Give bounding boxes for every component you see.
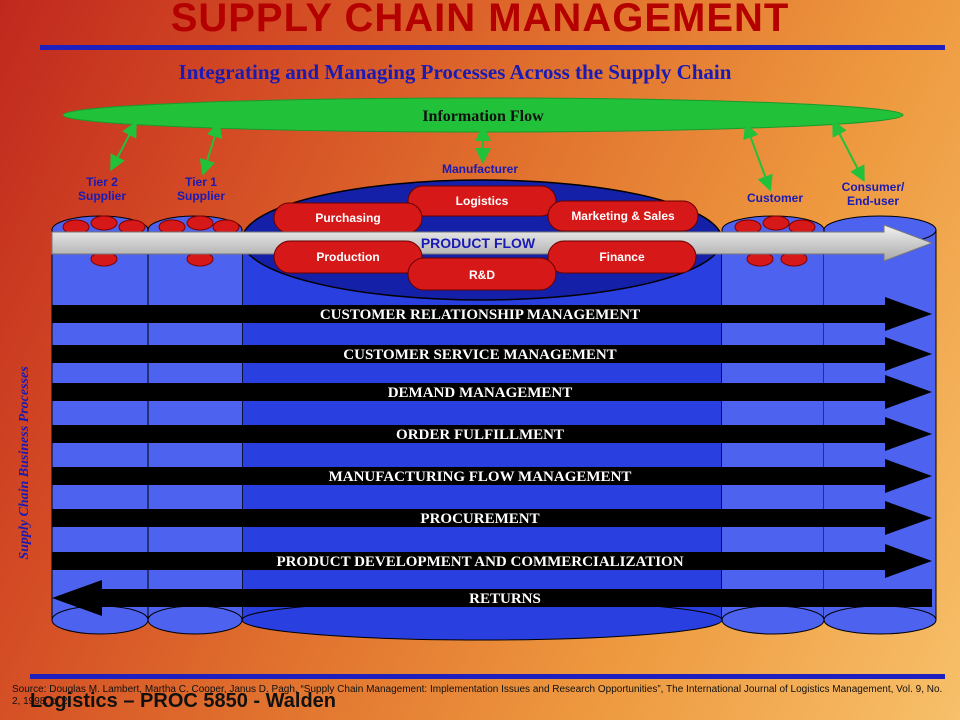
function-marketing-sales: Marketing & Sales: [547, 200, 699, 232]
info-link-tier2: [110, 120, 137, 172]
source-citation: Source: Douglas M. Lambert, Martha C. Co…: [12, 684, 943, 707]
bottom-rule: [30, 674, 945, 679]
process-arrow-order: ORDER FULFILLMENT: [52, 417, 932, 451]
process-label-manufacturing: MANUFACTURING FLOW MANAGEMENT: [329, 469, 632, 485]
process-label-csm: CUSTOMER SERVICE MANAGEMENT: [343, 347, 616, 363]
function-rd-label: R&D: [469, 268, 495, 282]
product-flow-arrow: PRODUCT FLOW: [51, 224, 934, 262]
main-title: SUPPLY CHAIN MANAGEMENT: [170, 0, 790, 40]
information-flow-label: Information Flow: [422, 108, 544, 125]
function-production-label: Production: [316, 250, 379, 264]
function-purchasing-label: Purchasing: [315, 211, 380, 225]
process-label-demand: DEMAND MANAGEMENT: [388, 385, 573, 401]
process-arrow-demand: DEMAND MANAGEMENT: [52, 375, 932, 409]
function-logistics: Logistics: [407, 185, 557, 217]
info-link-tier1: [199, 121, 223, 176]
process-arrow-procurement: PROCUREMENT: [52, 501, 932, 535]
subtitle: Integrating and Managing Processes Acros…: [178, 60, 732, 84]
returns-arrow: RETURNS: [52, 580, 932, 616]
function-rd: R&D: [407, 257, 557, 291]
title-rule: [40, 45, 945, 50]
returns-label: RETURNS: [469, 591, 541, 607]
function-finance-label: Finance: [599, 250, 645, 264]
function-production: Production: [273, 240, 423, 274]
label-tier1: Tier 1 Supplier: [176, 175, 225, 203]
label-tier2: Tier 2 Supplier: [77, 175, 126, 203]
label-manufacturer: Manufacturer: [441, 162, 518, 176]
process-label-product-development: PRODUCT DEVELOPMENT AND COMMERCIALIZATIO…: [276, 554, 683, 570]
process-arrow-csm: CUSTOMER SERVICE MANAGEMENT: [52, 337, 932, 371]
info-link-customer: [743, 122, 773, 192]
product-flow-label: PRODUCT FLOW: [421, 235, 536, 251]
label-customer: Customer: [746, 191, 803, 205]
function-logistics-label: Logistics: [456, 194, 509, 208]
process-arrow-crm: CUSTOMER RELATIONSHIP MANAGEMENT: [52, 297, 932, 331]
process-label-crm: CUSTOMER RELATIONSHIP MANAGEMENT: [320, 307, 640, 323]
function-marketing-label: Marketing & Sales: [571, 209, 675, 223]
function-purchasing: Purchasing: [273, 202, 423, 234]
info-link-consumer: [832, 119, 865, 183]
course-footer: Logistics – PROC 5850 - Walden: [30, 690, 337, 712]
process-label-procurement: PROCUREMENT: [420, 511, 539, 527]
function-finance: Finance: [547, 240, 697, 274]
process-arrow-manufacturing: MANUFACTURING FLOW MANAGEMENT: [52, 459, 932, 493]
label-consumer: Consumer/ End-user: [841, 180, 905, 208]
process-label-order: ORDER FULFILLMENT: [396, 427, 564, 443]
process-arrow-product-development: PRODUCT DEVELOPMENT AND COMMERCIALIZATIO…: [52, 544, 932, 578]
